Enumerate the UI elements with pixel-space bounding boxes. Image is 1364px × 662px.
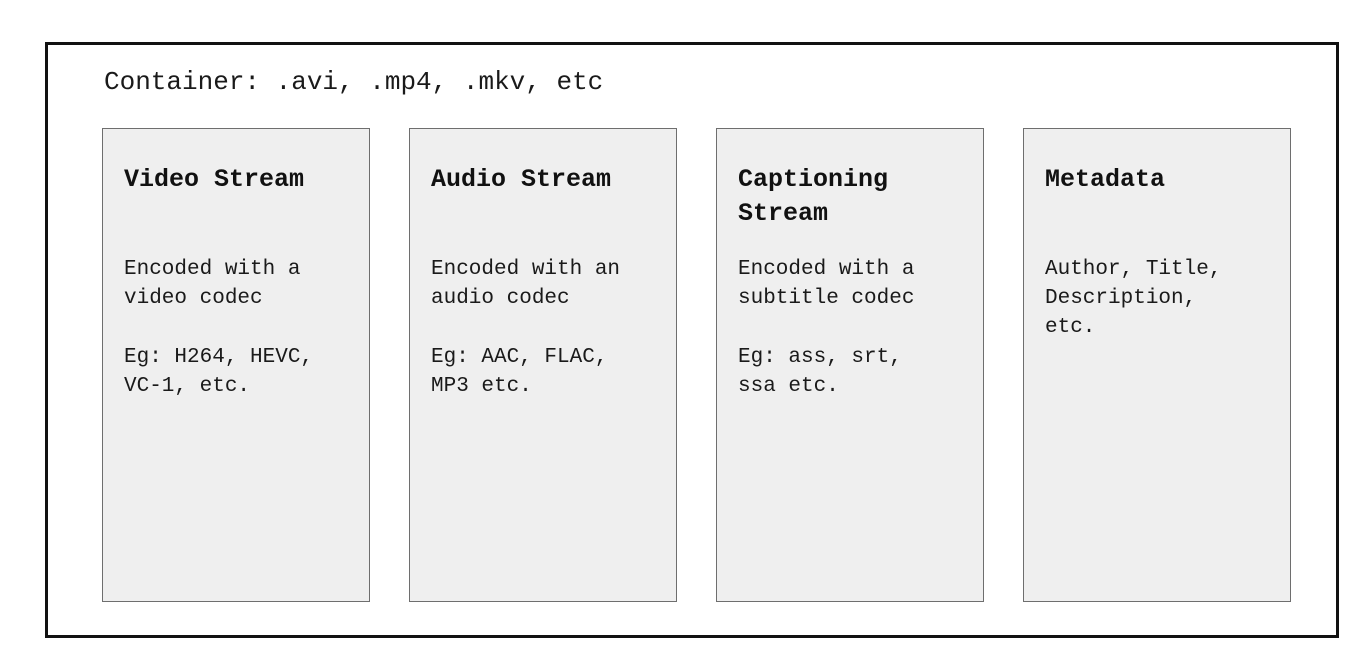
container-label: Container: .avi, .mp4, .mkv, etc <box>104 67 604 97</box>
captioning-stream-description: Encoded with a subtitle codec <box>738 258 915 310</box>
captioning-stream-example: Eg: ass, srt, ssa etc. <box>738 346 902 398</box>
audio-stream-example: Eg: AAC, FLAC, MP3 etc. <box>431 346 608 398</box>
captioning-stream-box: Captioning Stream Encoded with a subtitl… <box>716 128 984 602</box>
audio-stream-title: Audio Stream <box>431 165 612 194</box>
audio-stream-description: Encoded with an audio codec <box>431 258 621 310</box>
video-stream-example: Eg: H264, HEVC, VC-1, etc. <box>124 346 314 398</box>
metadata-title: Metadata <box>1045 165 1166 194</box>
audio-stream-box: Audio Stream Encoded with an audio codec… <box>409 128 677 602</box>
video-stream-title: Video Stream <box>124 165 305 194</box>
video-stream-box: Video Stream Encoded with a video codec … <box>102 128 370 602</box>
container-box: Container: .avi, .mp4, .mkv, etc Video S… <box>45 42 1339 638</box>
captioning-stream-title: Captioning Stream <box>738 165 889 228</box>
video-stream-description: Encoded with a video codec <box>124 258 301 310</box>
metadata-description: Author, Title, Description, etc. <box>1045 258 1222 339</box>
metadata-box: Metadata Author, Title, Description, etc… <box>1023 128 1291 602</box>
